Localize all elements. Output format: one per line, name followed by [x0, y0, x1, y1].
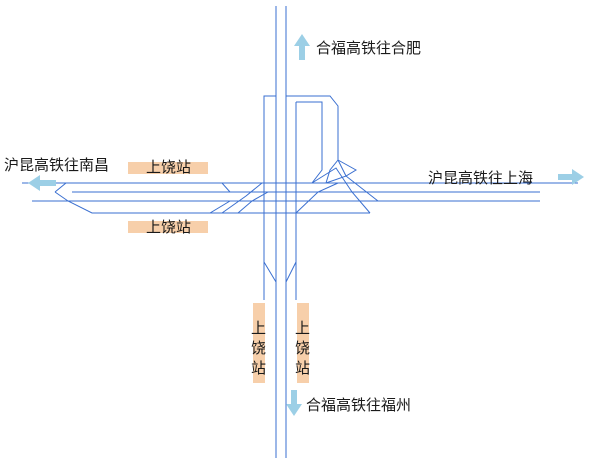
station-label-left-vertical-3: 站 [251, 359, 266, 377]
north-east-loop [286, 95, 339, 184]
west-chord-1 [221, 182, 263, 214]
north-west-loop [263, 95, 277, 283]
route-label-north: 合福高铁往合肥 [316, 39, 421, 57]
route-label-south: 合福高铁往福州 [306, 396, 411, 414]
station-band-right-vertical [297, 303, 309, 383]
station-label-right-vertical-3: 站 [295, 359, 310, 377]
station-band-left-vertical [253, 303, 265, 383]
route-label-west: 沪昆高铁往南昌 [4, 156, 109, 174]
station-label-upper-west: 上饶站 [146, 158, 191, 176]
east-chord-2 [325, 175, 379, 202]
west-siding-upper [54, 182, 231, 193]
arrow-east-icon [558, 169, 584, 185]
arrow-west-icon [28, 175, 56, 191]
station-label-right-vertical-1: 上 [295, 319, 310, 337]
route-label-east: 沪昆高铁往上海 [428, 169, 533, 187]
station-band-upper-west [128, 162, 208, 174]
west-siding-lower [54, 191, 231, 214]
station-label-lower-west: 上饶站 [146, 218, 191, 236]
station-label-right-vertical-2: 饶 [295, 339, 310, 357]
east-chord-4 [295, 182, 339, 214]
arrow-north-icon [294, 34, 310, 60]
inner-north-loop [296, 101, 323, 184]
arrows [28, 34, 584, 416]
west-chord-2 [237, 191, 269, 214]
arrow-south-icon [286, 390, 302, 416]
track-network [22, 6, 578, 458]
east-chord-3 [311, 167, 371, 214]
station-band-lower-west [128, 221, 208, 233]
east-chord-1 [337, 159, 357, 177]
station-label-left-vertical-2: 饶 [251, 339, 266, 357]
station-label-left-vertical-1: 上 [251, 319, 266, 337]
